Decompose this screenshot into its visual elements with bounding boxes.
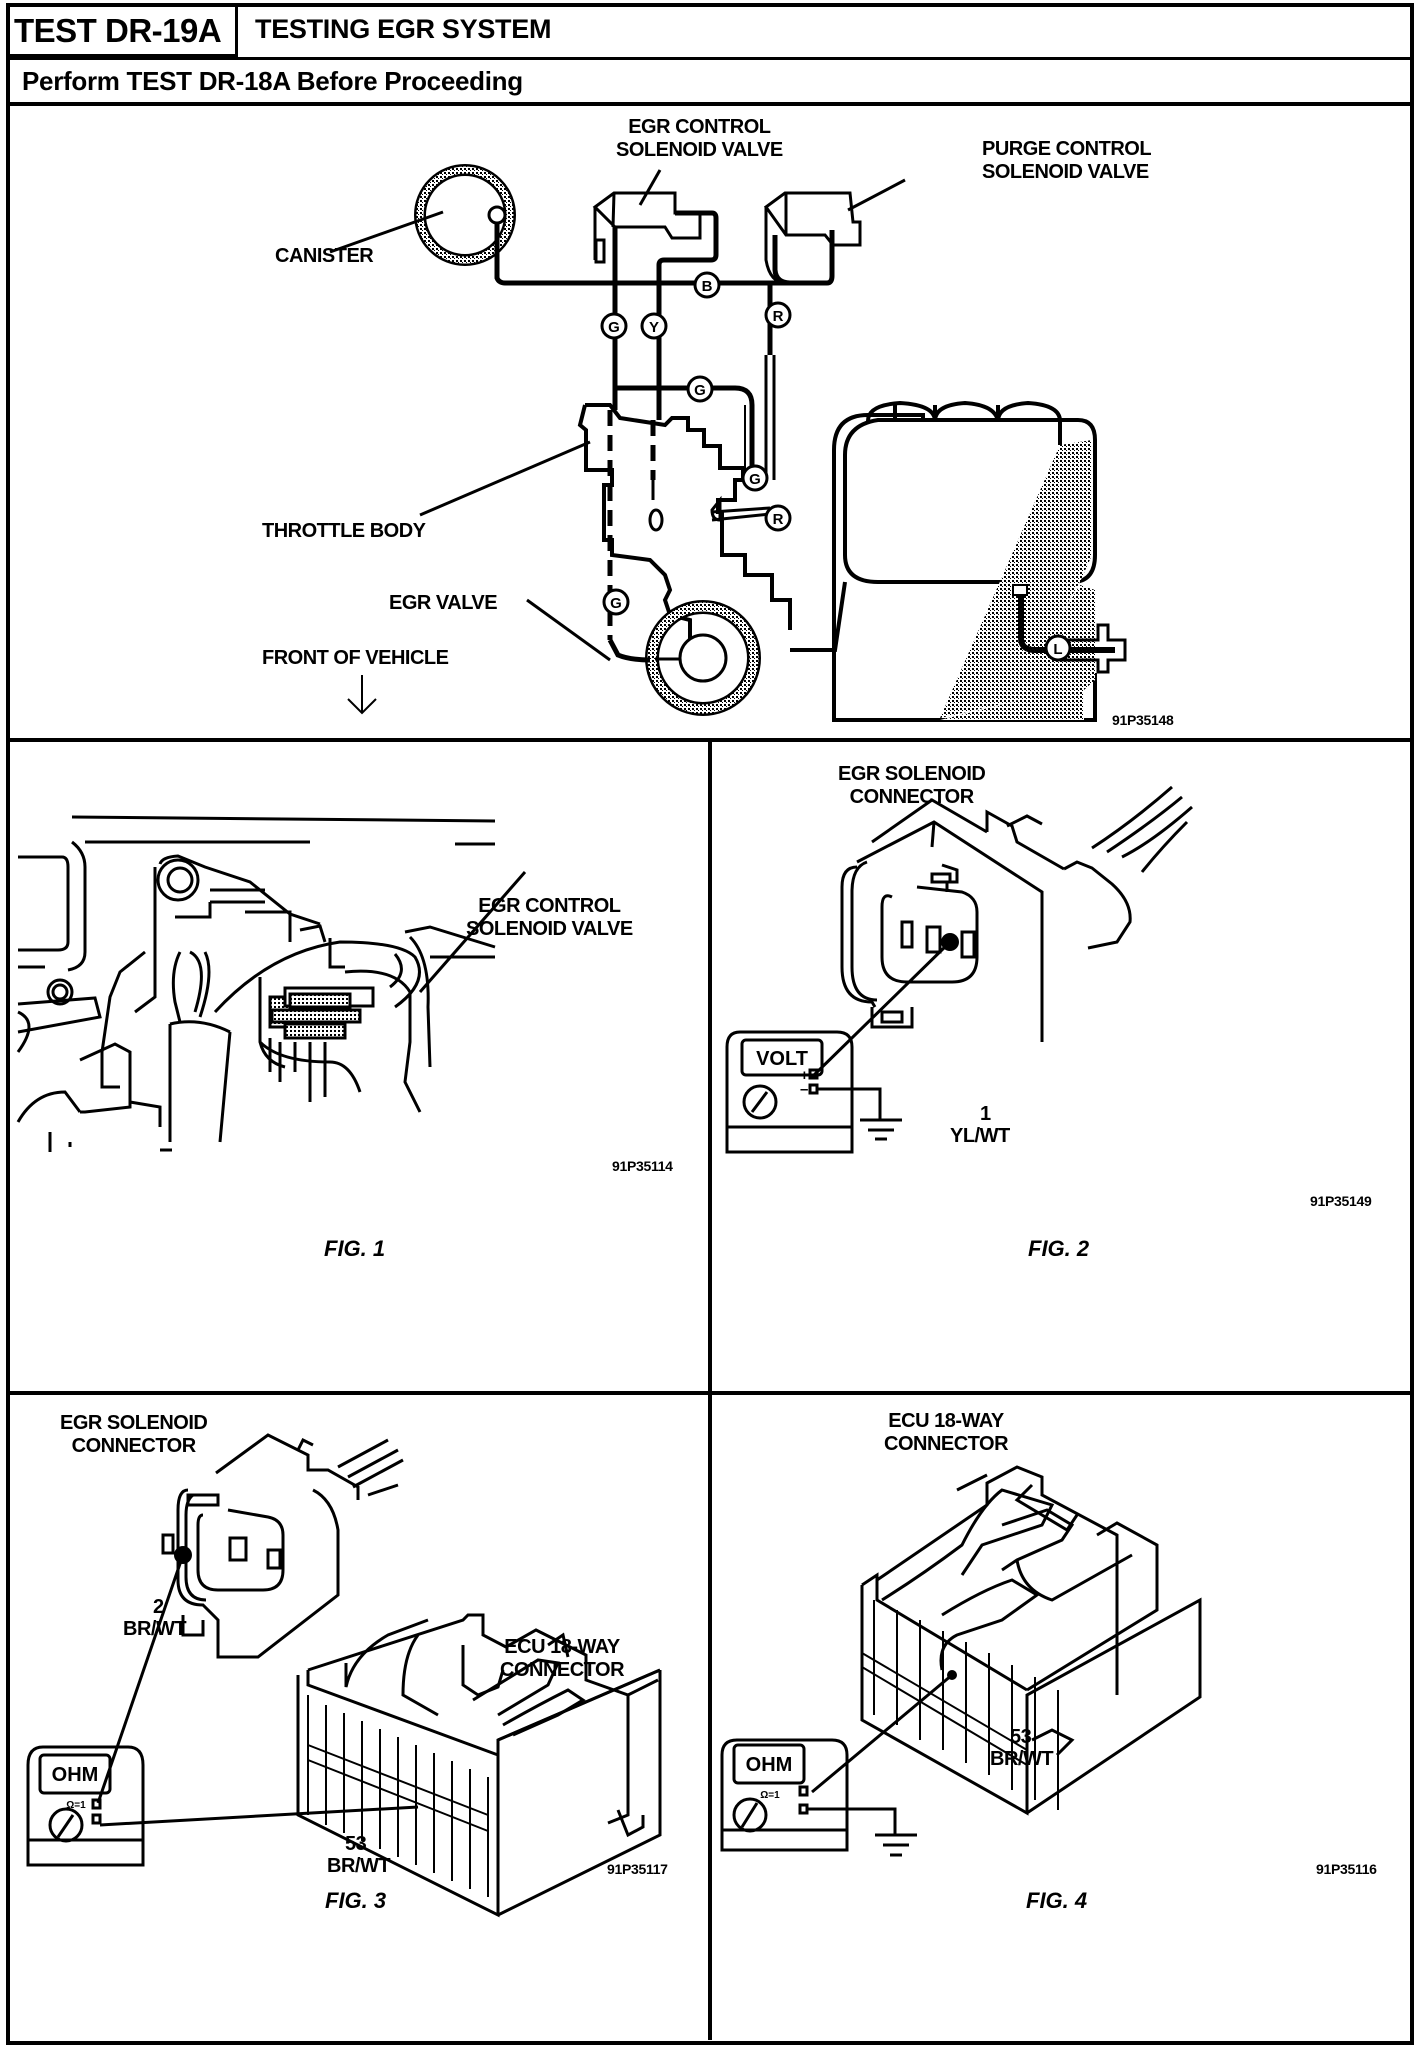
canister-icon — [329, 164, 516, 266]
wire-color-ecu: BR/WT — [990, 1748, 1054, 1770]
ecu-connector-icon — [296, 1613, 662, 1918]
svg-text:L: L — [1053, 641, 1062, 658]
svg-text:B: B — [702, 278, 713, 295]
ohmmeter-icon — [720, 1738, 917, 1857]
label-egr-solenoid-connector: EGR SOLENOID CONNECTOR — [60, 1412, 208, 1458]
hose-code-r: R — [764, 301, 792, 329]
terminal-minus: – — [800, 1081, 808, 1098]
svg-text:R: R — [773, 308, 784, 325]
hose-code-b: B — [693, 271, 721, 299]
pin-number-ecu: 53 — [345, 1833, 367, 1855]
svg-text:R: R — [773, 511, 784, 528]
label-egr-control-valve: EGR CONTROL SOLENOID VALVE — [616, 116, 783, 162]
meter-display: OHM — [746, 1754, 793, 1776]
egr-system-drawing: B G Y R G G R G L — [329, 164, 1127, 722]
ecu-connector-icon — [860, 1465, 1202, 1816]
figure-code: 91P35116 — [1316, 1861, 1377, 1877]
label-purge-control-valve: PURGE CONTROL SOLENOID VALVE — [982, 138, 1152, 184]
ecu-pin-ground-continuity-drawing: OHM Ω=1 — [720, 1465, 1202, 1857]
svg-text:G: G — [608, 319, 620, 336]
hose-code-g: G — [600, 312, 628, 340]
label-line: CONNECTOR — [71, 1435, 197, 1457]
label-line: SOLENOID VALVE — [466, 918, 633, 940]
label-line: SOLENOID VALVE — [616, 139, 783, 161]
terminal-plus: + — [800, 1067, 809, 1084]
hose-code-r: R — [764, 504, 792, 532]
ohmmeter-icon — [26, 1745, 145, 1867]
hose-code-bubbles: B G Y R G G R G L — [600, 271, 1072, 662]
egr-solenoid-icon — [592, 169, 719, 283]
meter-display: VOLT — [756, 1048, 808, 1070]
ecu-terminal-cavities — [307, 1695, 489, 1897]
purge-solenoid-icon — [763, 178, 906, 286]
label-line: ECU 18-WAY — [888, 1410, 1004, 1432]
ecu-terminal-cavities — [861, 1600, 1059, 1810]
label-egr-control-valve: EGR CONTROL SOLENOID VALVE — [466, 895, 633, 941]
label-line: EGR SOLENOID — [60, 1412, 208, 1434]
hose-code-g: G — [602, 588, 630, 616]
label-line: EGR CONTROL — [628, 116, 771, 138]
page-frame — [6, 3, 1414, 2045]
figure-caption: FIG. 4 — [1026, 1888, 1088, 1913]
solenoid-to-ecu-continuity-drawing: OHM Ω=1 — [26, 1433, 662, 1918]
figure-code: 91P35117 — [607, 1861, 668, 1877]
pin-number-solenoid: 2 — [153, 1596, 164, 1618]
pin-number: 1 — [980, 1103, 991, 1125]
voltmeter-icon — [725, 1030, 902, 1154]
hose-code-g: G — [741, 464, 769, 492]
label-front-of-vehicle: FRONT OF VEHICLE — [262, 647, 449, 669]
label-line: SOLENOID VALVE — [982, 161, 1149, 183]
figure-code: 91P35149 — [1310, 1193, 1372, 1209]
figure-caption: FIG. 2 — [1028, 1236, 1090, 1261]
egr-connector-icon — [161, 1433, 404, 1659]
egr-solenoid-location-drawing — [16, 815, 527, 1152]
label-line: PURGE CONTROL — [982, 138, 1152, 160]
meter-range: Ω=1 — [760, 1790, 780, 1801]
label-line: ECU 18-WAY — [504, 1636, 620, 1658]
wire-color-ecu: BR/WT — [327, 1855, 391, 1877]
label-throttle-body: THROTTLE BODY — [262, 520, 426, 542]
label-line: CONNECTOR — [849, 786, 975, 808]
figure-caption: FIG. 1 — [324, 1236, 386, 1261]
wire-color: YL/WT — [950, 1125, 1010, 1147]
label-ecu-connector: ECU 18-WAY CONNECTOR — [884, 1410, 1009, 1456]
svg-text:Y: Y — [649, 319, 659, 336]
panel-divider-vertical — [708, 740, 712, 2040]
egr-connector-icon — [840, 785, 1193, 1042]
test-title: TESTING EGR SYSTEM — [255, 14, 552, 44]
figure-code: 91P35148 — [1112, 712, 1174, 728]
header-divider — [6, 102, 1410, 106]
figure-caption: FIG. 3 — [325, 1888, 387, 1913]
test-id: TEST DR-19A — [8, 5, 238, 57]
hose-code-l: L — [1044, 634, 1072, 662]
label-egr-valve: EGR VALVE — [389, 592, 498, 614]
egr-valve-icon — [526, 598, 761, 716]
down-arrow-icon — [347, 675, 377, 715]
label-egr-solenoid-connector: EGR SOLENOID CONNECTOR — [838, 763, 986, 809]
label-line: EGR SOLENOID — [838, 763, 986, 785]
egr-connector-voltage-drawing: VOLT + – — [725, 785, 1193, 1154]
hose-code-g: G — [686, 375, 714, 403]
figure-code: 91P35114 — [612, 1158, 673, 1174]
hose-code-y: Y — [640, 312, 668, 340]
title-divider — [6, 57, 1410, 60]
svg-text:G: G — [610, 595, 622, 612]
label-line: CONNECTOR — [884, 1433, 1009, 1455]
label-line: EGR CONTROL — [478, 895, 621, 917]
label-canister: CANISTER — [275, 245, 374, 267]
svg-text:G: G — [694, 382, 706, 399]
wire-color-solenoid: BR/WT — [123, 1618, 187, 1640]
meter-display: OHM — [52, 1764, 99, 1786]
svg-text:G: G — [749, 471, 761, 488]
pin-number-ecu: 53 — [1010, 1726, 1032, 1748]
meter-range: Ω=1 — [66, 1800, 86, 1811]
test-subtitle: Perform TEST DR-18A Before Proceeding — [22, 66, 523, 96]
